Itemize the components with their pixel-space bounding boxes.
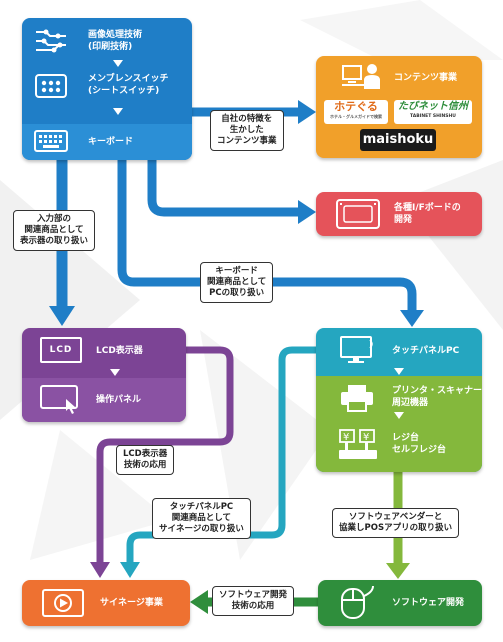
circuit-icon	[36, 29, 66, 53]
chevron-down-icon	[113, 108, 123, 115]
logo-hotegru-sub: ホテル・グルメガイドで検索	[330, 114, 382, 119]
item-printer-scanner: プリンタ・スキャナー 周辺機器	[392, 386, 483, 408]
note-pc-handling: キーボード 関連商品として PCの取り扱い	[200, 262, 274, 303]
signage-label: サイネージ事業	[100, 598, 163, 608]
logo-tabinet-sub: TABINET SHINSHU	[410, 114, 456, 119]
note-lcd-application: LCD表示器 技術の応用	[116, 445, 175, 475]
arrow-touchpc-to-signage	[126, 346, 318, 565]
svg-text:¥: ¥	[363, 432, 369, 443]
membrane-switch-icon	[35, 74, 67, 98]
chevron-down-icon	[110, 369, 120, 376]
monitor-touch-icon	[340, 336, 373, 363]
item-membrane-switch: メンブレンスイッチ (シートスイッチ)	[88, 74, 169, 96]
play-screen-icon	[42, 589, 84, 617]
printer-icon	[341, 385, 373, 412]
logo-tabinet-text: たびネット信州	[398, 101, 468, 112]
arrowhead-lcd-signage	[90, 562, 110, 578]
logo-maishoku: maishoku	[360, 129, 436, 151]
lcd-icon-text: LCD	[49, 345, 73, 355]
lcd-box: LCD LCD表示器 操作パネル	[22, 328, 186, 422]
arrowhead-ifboard	[298, 200, 316, 224]
keyboard-icon	[34, 130, 68, 152]
logo-hotegru: ホテぐる ホテル・グルメガイドで検索	[324, 100, 388, 124]
logo-hotegru-text: ホテぐる	[334, 100, 378, 113]
software-box: ソフトウェア開発	[318, 580, 482, 626]
note-pos-app: ソフトウェアベンダーと 協業しPOSアプリの取り扱い	[332, 508, 460, 538]
circuit-board-icon	[336, 199, 380, 229]
person-desk-icon	[342, 64, 380, 89]
chevron-down-icon	[394, 412, 404, 419]
item-keyboard: キーボード	[88, 137, 134, 147]
item-lcd-display: LCD表示器	[96, 346, 143, 356]
arrowhead-software-signage	[190, 590, 208, 614]
computer-mouse-icon	[341, 586, 374, 619]
touch-panel-box: タッチパネルPC プリンタ・スキャナー 周辺機器 ¥ ¥ レジ台 セルフレジ台	[316, 328, 482, 472]
item-register: レジ台 セルフレジ台	[392, 433, 447, 455]
note-display-handling: 入力部の 関連商品として 表示器の取り扱い	[13, 210, 96, 251]
register-icon: ¥ ¥	[339, 429, 377, 459]
tech-box: 画像処理技術 (印刷技術) メンブレンスイッチ (シートスイッチ) キーボード	[22, 18, 192, 160]
arrowhead-lcd	[49, 306, 75, 326]
operation-panel-icon	[40, 385, 78, 414]
logo-tabinet: たびネット信州 TABINET SHINSHU	[394, 100, 472, 124]
arrowhead-touch-software	[386, 563, 410, 579]
contents-box: コンテンツ事業 ホテぐる ホテル・グルメガイドで検索 たびネット信州 TABIN…	[316, 56, 482, 158]
lcd-icon: LCD	[40, 337, 82, 363]
svg-text:¥: ¥	[343, 432, 349, 443]
note-signage-handling: タッチパネルPC 関連商品として サイネージの取り扱い	[152, 498, 251, 539]
chevron-down-icon	[113, 60, 123, 67]
arrowhead-contents	[298, 100, 316, 124]
item-touch-panel-pc: タッチパネルPC	[392, 346, 460, 356]
if-board-box: 各種I/Fボードの 開発	[316, 192, 482, 236]
item-image-processing: 画像処理技術 (印刷技術)	[88, 30, 143, 52]
arrow-to-ifboard	[147, 160, 300, 217]
contents-title: コンテンツ事業	[394, 73, 458, 83]
item-operation-panel: 操作パネル	[96, 395, 142, 405]
software-label: ソフトウェア開発	[392, 598, 465, 608]
arrowhead-touchpc	[400, 310, 424, 327]
note-contents-business: 自社の特徴を 生かした コンテンツ事業	[210, 110, 284, 151]
chevron-down-icon	[394, 368, 404, 375]
note-software-application: ソフトウェア開発 技術の応用	[212, 586, 295, 616]
arrowhead-touchpc-signage	[120, 562, 140, 578]
if-board-label: 各種I/Fボードの 開発	[394, 203, 461, 225]
signage-box: サイネージ事業	[22, 580, 190, 626]
arrow-lcd-to-signage	[96, 346, 234, 565]
